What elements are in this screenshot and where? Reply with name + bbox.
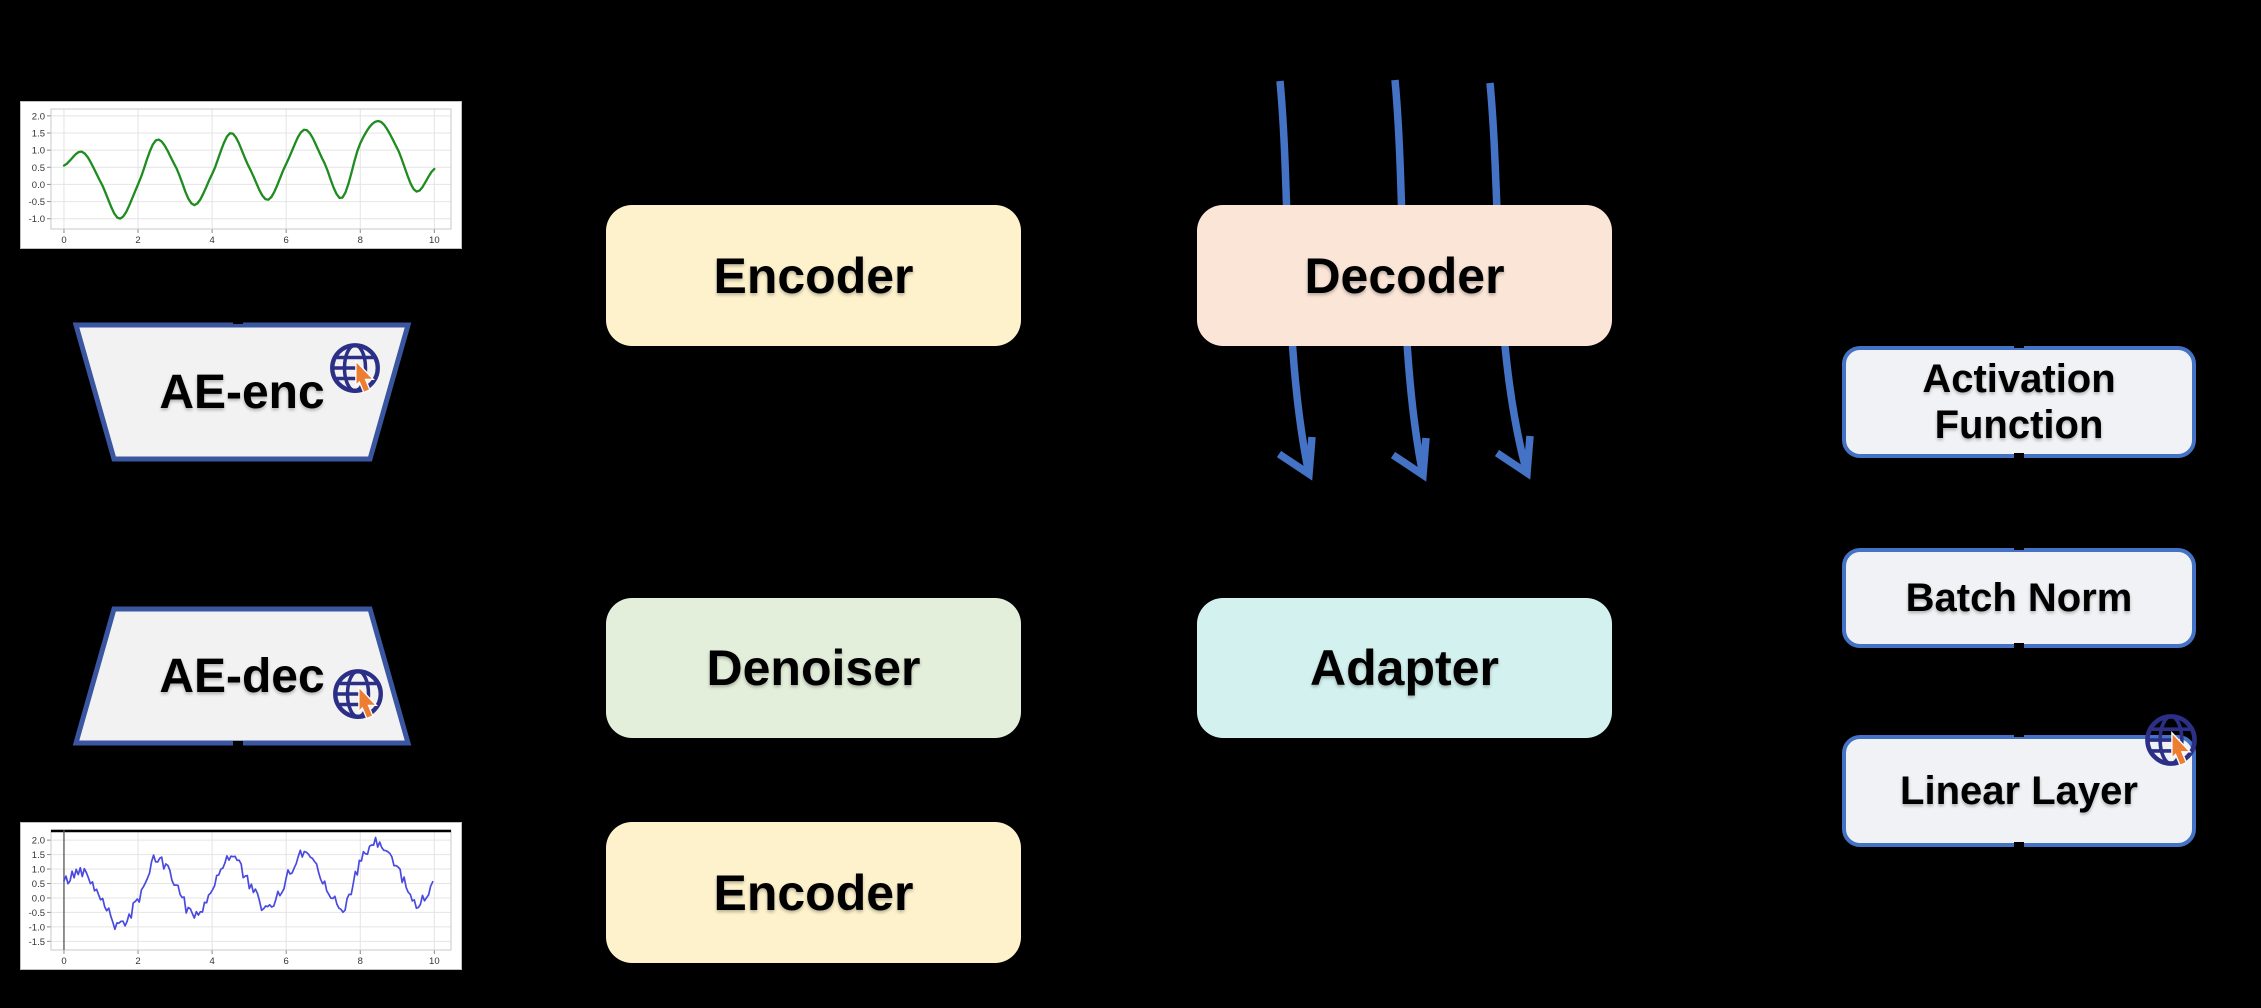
svg-text:-0.5: -0.5 — [29, 197, 45, 208]
ae-dec-label: AE-dec — [159, 649, 325, 703]
denoiser-label: Denoiser — [706, 640, 921, 696]
svg-text:8: 8 — [358, 956, 363, 967]
svg-text:0.5: 0.5 — [32, 879, 45, 890]
decoder-block: Decoder — [1197, 205, 1612, 346]
clean-signal-chart: -1.0 -0.5 0.0 0.5 1.0 1.5 2.0 0 2 4 6 8 10 — [20, 101, 462, 249]
activation-function-label: Activation Function — [1922, 357, 2116, 447]
svg-text:1.0: 1.0 — [32, 146, 45, 157]
svg-text:-0.5: -0.5 — [29, 908, 45, 919]
svg-text:2: 2 — [135, 956, 140, 967]
ae-enc-shape: AE-enc — [72, 322, 412, 462]
ae-enc-trapezoid — [72, 322, 412, 462]
svg-text:1.0: 1.0 — [32, 865, 45, 876]
ae-enc-label: AE-enc — [159, 365, 325, 419]
svg-text:0: 0 — [61, 956, 66, 967]
batch-norm-label: Batch Norm — [1905, 576, 2133, 620]
linear-layer-label: Linear Layer — [1900, 769, 2138, 813]
encoder-bottom-block: Encoder — [606, 822, 1021, 963]
ae-dec-trapezoid — [72, 606, 412, 746]
svg-text:-1.5: -1.5 — [29, 937, 45, 948]
svg-text:6: 6 — [284, 956, 289, 967]
globe-cursor-icon — [330, 666, 386, 727]
encoder-bottom-label: Encoder — [713, 864, 914, 921]
connector-stub — [2014, 453, 2024, 458]
adapter-block: Adapter — [1197, 598, 1612, 738]
encoder-top-label: Encoder — [713, 247, 914, 304]
adapter-label: Adapter — [1310, 640, 1499, 696]
svg-text:10: 10 — [429, 235, 440, 246]
legend-item-batch-norm: Batch Norm — [1842, 548, 2196, 648]
denoiser-block: Denoiser — [606, 598, 1021, 738]
connector-stub — [2014, 643, 2024, 648]
decoder-label: Decoder — [1304, 247, 1505, 304]
svg-text:0.0: 0.0 — [32, 893, 45, 904]
clean-signal-plot: -1.0 -0.5 0.0 0.5 1.0 1.5 2.0 0 2 4 6 8 10 — [21, 102, 461, 248]
svg-text:6: 6 — [284, 235, 289, 246]
svg-text:1.5: 1.5 — [32, 129, 45, 140]
svg-text:2: 2 — [135, 235, 140, 246]
svg-text:-1.0: -1.0 — [29, 922, 45, 933]
svg-text:0.0: 0.0 — [32, 180, 45, 191]
globe-cursor-icon — [2142, 711, 2200, 774]
svg-text:2.0: 2.0 — [32, 836, 45, 847]
svg-text:10: 10 — [429, 956, 440, 967]
svg-text:-1.0: -1.0 — [29, 214, 45, 225]
svg-text:8: 8 — [358, 235, 363, 246]
noisy-signal-plot: -1.5 -1.0 -0.5 0.0 0.5 1.0 1.5 2.0 0 2 4 6 8 10 — [21, 823, 461, 969]
svg-text:0.5: 0.5 — [32, 163, 45, 174]
globe-cursor-icon — [327, 340, 383, 401]
connector-stub — [2014, 545, 2024, 550]
legend-item-linear-layer: Linear Layer — [1842, 735, 2196, 847]
legend-item-activation-function: Activation Function — [1842, 346, 2196, 458]
encoder-top-block: Encoder — [606, 205, 1021, 346]
svg-text:1.5: 1.5 — [32, 850, 45, 861]
noisy-signal-chart: -1.5 -1.0 -0.5 0.0 0.5 1.0 1.5 2.0 0 2 4 6 8 10 — [20, 822, 462, 970]
svg-text:4: 4 — [209, 956, 214, 967]
ae-dec-shape: AE-dec — [72, 606, 412, 746]
connector-stub — [233, 319, 243, 324]
connector-stub — [2014, 343, 2024, 348]
connector-stub — [2014, 842, 2024, 847]
connector-stub — [2014, 732, 2024, 737]
svg-text:4: 4 — [209, 235, 214, 246]
svg-text:2.0: 2.0 — [32, 111, 45, 122]
svg-text:0: 0 — [61, 235, 66, 246]
connector-stub — [233, 741, 243, 746]
